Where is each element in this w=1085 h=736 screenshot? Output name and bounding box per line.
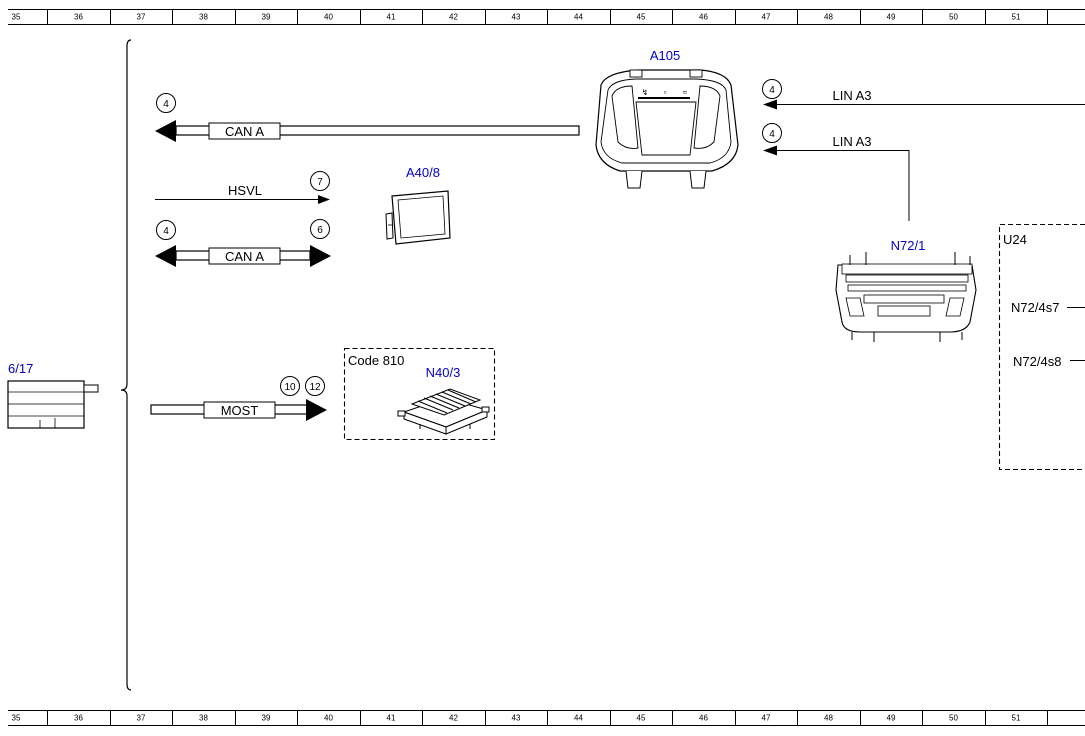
svg-text:4: 4 — [769, 129, 775, 140]
svg-text:▫: ▫ — [664, 88, 667, 97]
can-a-bus-top[interactable]: CAN A — [155, 120, 580, 142]
svg-text:4: 4 — [769, 85, 775, 96]
u24-box[interactable]: U24 N72/4s7 N72/4s8 — [998, 223, 1085, 471]
ruler-number: 36 — [74, 714, 83, 723]
svg-text:12: 12 — [309, 382, 321, 393]
ruler-number: 47 — [762, 13, 771, 22]
circle-ref-most-10[interactable]: 10 — [280, 376, 300, 396]
ruler-number: 41 — [387, 13, 396, 22]
ruler-number: 41 — [387, 714, 396, 723]
ruler-number: 46 — [699, 714, 708, 723]
ruler-number: 48 — [824, 714, 833, 723]
svg-text:↯: ↯ — [642, 88, 649, 97]
u24-label: U24 — [1003, 232, 1027, 247]
bottom-ruler: 35 36 37 38 39 40 41 42 43 44 45 46 47 48 49 50 51 — [8, 710, 1085, 726]
u24-item[interactable]: N72/4s7 — [1011, 300, 1085, 315]
a40-8-label: A40/8 — [406, 165, 440, 180]
ruler-number: 44 — [574, 13, 583, 22]
code-810-box[interactable]: Code 810 N40/3 — [343, 347, 496, 441]
lin-a3-bottom[interactable]: LIN A3 — [763, 134, 910, 221]
can-a-mid-label: CAN A — [225, 249, 264, 264]
circle-ref-can-top[interactable]: 4 — [156, 93, 176, 113]
ruler-number: 48 — [824, 13, 833, 22]
lin-a3-bottom-label: LIN A3 — [832, 134, 871, 149]
ruler-number: 49 — [887, 13, 896, 22]
u24-item[interactable]: N72/4s8 — [1013, 354, 1085, 369]
svg-text:≈: ≈ — [683, 88, 688, 97]
ruler-number: 43 — [512, 714, 521, 723]
ruler-number: 35 — [12, 714, 21, 723]
ruler-number: 37 — [137, 13, 146, 22]
circle-ref-lin-top[interactable]: 4 — [762, 79, 782, 99]
ruler-number: 38 — [199, 714, 208, 723]
ruler-number: 45 — [637, 13, 646, 22]
ruler-number: 49 — [887, 714, 896, 723]
ruler-number: 42 — [449, 13, 458, 22]
ruler-number: 44 — [574, 714, 583, 723]
svg-text:4: 4 — [163, 226, 169, 237]
a105-label: A105 — [650, 48, 680, 63]
ruler-number: 43 — [512, 13, 521, 22]
ruler-number: 39 — [262, 13, 271, 22]
ruler-number: 50 — [949, 13, 958, 22]
most-bus[interactable]: MOST — [150, 399, 327, 421]
grouping-brace — [120, 39, 132, 691]
ruler-number: 42 — [449, 714, 458, 723]
circle-ref-most-12[interactable]: 12 — [305, 376, 325, 396]
can-a-bus-mid[interactable]: CAN A — [155, 245, 331, 267]
ruler-number: 37 — [137, 714, 146, 723]
n72-4s7-label: N72/4s7 — [1011, 300, 1059, 315]
ruler-number: 45 — [637, 714, 646, 723]
code-810-label: Code 810 — [348, 353, 404, 368]
n72-4s8-label: N72/4s8 — [1013, 354, 1061, 369]
n72-1-drawing — [835, 252, 977, 342]
ruler-number: 47 — [762, 714, 771, 723]
component-a40-8[interactable]: A40/8 — [385, 165, 451, 245]
left-component-label: 6/17 — [8, 361, 33, 376]
most-label: MOST — [221, 403, 259, 418]
ruler-number: 36 — [74, 13, 83, 22]
circle-ref-can-mid-left[interactable]: 4 — [156, 220, 176, 240]
ruler-number: 51 — [1012, 13, 1021, 22]
ruler-number: 46 — [699, 13, 708, 22]
component-n72-1[interactable]: N72/1 — [835, 238, 977, 342]
n72-1-label: N72/1 — [891, 238, 926, 253]
hsvl-line[interactable]: HSVL — [155, 183, 330, 204]
a105-drawing — [595, 69, 739, 189]
hsvl-label: HSVL — [228, 183, 262, 198]
circle-ref-hsvl[interactable]: 7 — [310, 171, 330, 191]
left-partial-component[interactable]: 6/17 — [7, 361, 99, 429]
component-a105[interactable]: A105 ↯ ▫ ≈ — [595, 48, 739, 189]
ruler-number: 40 — [324, 13, 333, 22]
circle-ref-lin-bottom[interactable]: 4 — [762, 123, 782, 143]
n40-3-label: N40/3 — [426, 365, 461, 380]
ruler-number: 50 — [949, 714, 958, 723]
ruler-number: 40 — [324, 714, 333, 723]
lin-a3-top[interactable]: LIN A3 — [763, 88, 1085, 110]
top-ruler: 35 36 37 38 39 40 41 42 43 44 45 46 47 48 49 50 51 — [8, 9, 1085, 25]
ruler-number: 35 — [12, 13, 21, 22]
svg-text:4: 4 — [163, 99, 169, 110]
ruler-number: 39 — [262, 714, 271, 723]
svg-text:6: 6 — [317, 225, 323, 236]
lin-a3-top-label: LIN A3 — [832, 88, 871, 103]
can-a-top-label: CAN A — [225, 124, 264, 139]
amplifier-icon — [397, 388, 490, 435]
circle-ref-can-mid-right[interactable]: 6 — [310, 219, 330, 239]
ruler-number: 51 — [1012, 714, 1021, 723]
svg-text:7: 7 — [317, 177, 323, 188]
svg-text:10: 10 — [284, 382, 296, 393]
ruler-number: 38 — [199, 13, 208, 22]
